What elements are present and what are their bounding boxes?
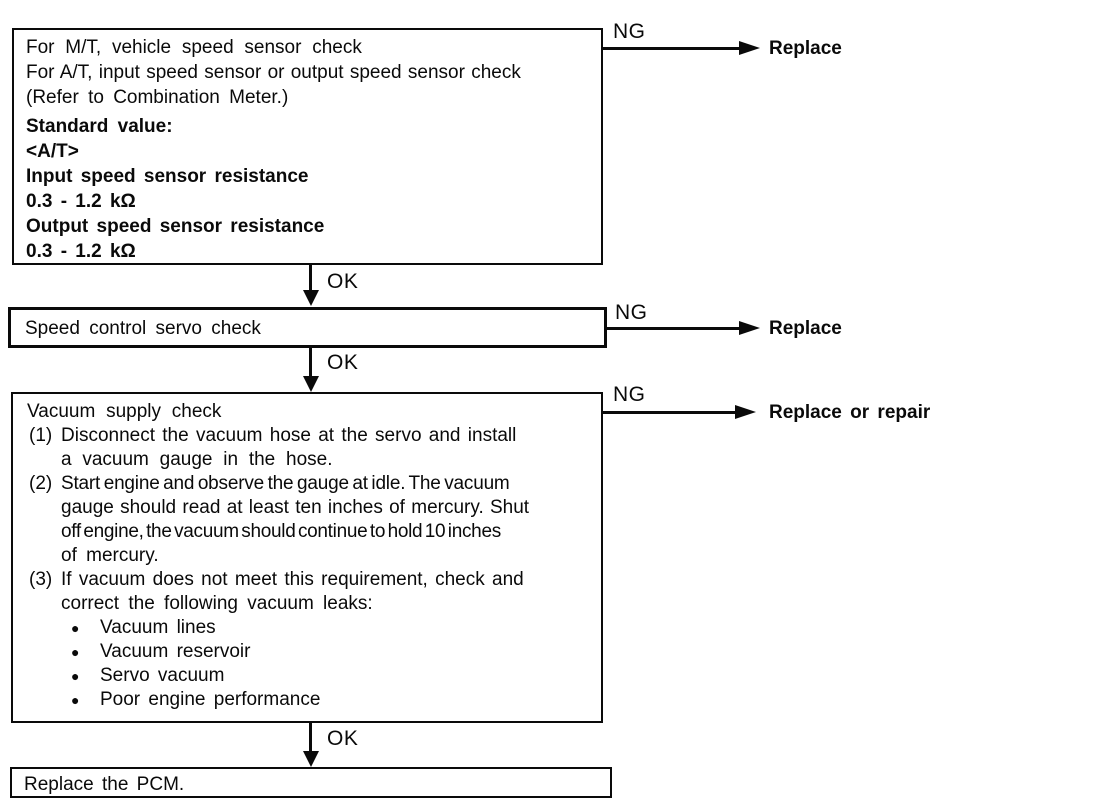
- bullet-icon: ●: [71, 692, 80, 708]
- arrow-down-icon: [303, 290, 319, 306]
- item-line: correct the following vacuum leaks:: [61, 593, 373, 614]
- vacuum-leak-bullet: ● Servo vacuum: [27, 664, 593, 688]
- vacuum-leak-bullet: ● Vacuum lines: [27, 616, 593, 640]
- bullet-text: Vacuum reservoir: [100, 641, 251, 662]
- ng-result-replace: Replace: [769, 38, 842, 59]
- item-marker: (1): [29, 425, 53, 446]
- item-line: off engine, the vacuum should continue t…: [61, 521, 501, 542]
- standard-value-line: 0.3 - 1.2 kΩ: [26, 191, 136, 212]
- item-line: Start engine and observe the gauge at id…: [61, 473, 510, 494]
- step3-title: Vacuum supply check: [27, 401, 222, 422]
- step2-label: Speed control servo check: [25, 318, 261, 339]
- arrow-right-icon: [739, 321, 760, 335]
- bullet-icon: ●: [71, 620, 80, 636]
- ng-result-replace-or-repair: Replace or repair: [769, 402, 931, 423]
- ok-label: OK: [327, 727, 359, 750]
- ng-result-replace: Replace: [769, 318, 842, 339]
- item-line: a vacuum gauge in the hose.: [61, 449, 333, 470]
- ng-label: NG: [613, 383, 646, 406]
- step1-line: For A/T, input speed sensor or output sp…: [26, 62, 521, 83]
- step4-label: Replace the PCM.: [24, 774, 185, 795]
- arrow-right-icon: [739, 41, 760, 55]
- ok-label: OK: [327, 270, 359, 293]
- step3-vacuum-supply-check-box: Vacuum supply check (1) Disconnect the v…: [11, 392, 603, 723]
- bullet-text: Poor engine performance: [100, 689, 321, 710]
- ok-connector-line: [309, 265, 312, 292]
- item-line: gauge should read at least ten inches of…: [61, 497, 530, 518]
- bullet-icon: ●: [71, 668, 80, 684]
- step3-item-3: (3) If vacuum does not meet this require…: [27, 568, 593, 616]
- ng-connector-line: [607, 327, 740, 330]
- ok-connector-line: [309, 723, 312, 752]
- standard-value-line: Output speed sensor resistance: [26, 216, 325, 237]
- arrow-down-icon: [303, 751, 319, 767]
- arrow-right-icon: [735, 405, 756, 419]
- standard-value-heading: Standard value:: [26, 116, 173, 137]
- vacuum-leak-bullet: ● Vacuum reservoir: [27, 640, 593, 664]
- ok-connector-line: [309, 348, 312, 377]
- step3-item-2: (2) Start engine and observe the gauge a…: [27, 472, 593, 568]
- ng-connector-line: [603, 411, 736, 414]
- standard-value-line: <A/T>: [26, 141, 79, 162]
- step2-servo-check-box: Speed control servo check: [8, 307, 607, 348]
- bullet-text: Servo vacuum: [100, 665, 225, 686]
- standard-value-line: Input speed sensor resistance: [26, 166, 309, 187]
- bullet-icon: ●: [71, 644, 80, 660]
- step4-replace-pcm-box: Replace the PCM.: [10, 767, 612, 798]
- step3-item-1: (1) Disconnect the vacuum hose at the se…: [27, 424, 593, 472]
- step1-speed-sensor-check-box: For M/T, vehicle speed sensor check For …: [12, 28, 603, 265]
- item-line: If vacuum does not meet this requirement…: [61, 569, 524, 590]
- arrow-down-icon: [303, 376, 319, 392]
- step1-line: For M/T, vehicle speed sensor check: [26, 37, 362, 58]
- step1-line: (Refer to Combination Meter.): [26, 87, 289, 108]
- item-marker: (2): [29, 473, 53, 494]
- standard-value-line: 0.3 - 1.2 kΩ: [26, 241, 136, 262]
- vacuum-leak-bullet: ● Poor engine performance: [27, 688, 593, 712]
- item-line: Disconnect the vacuum hose at the servo …: [61, 425, 517, 446]
- item-marker: (3): [29, 569, 53, 590]
- ng-connector-line: [603, 47, 740, 50]
- item-line: of mercury.: [61, 545, 159, 566]
- ng-label: NG: [615, 301, 648, 324]
- ng-label: NG: [613, 20, 646, 43]
- ok-label: OK: [327, 351, 359, 374]
- bullet-text: Vacuum lines: [100, 617, 216, 638]
